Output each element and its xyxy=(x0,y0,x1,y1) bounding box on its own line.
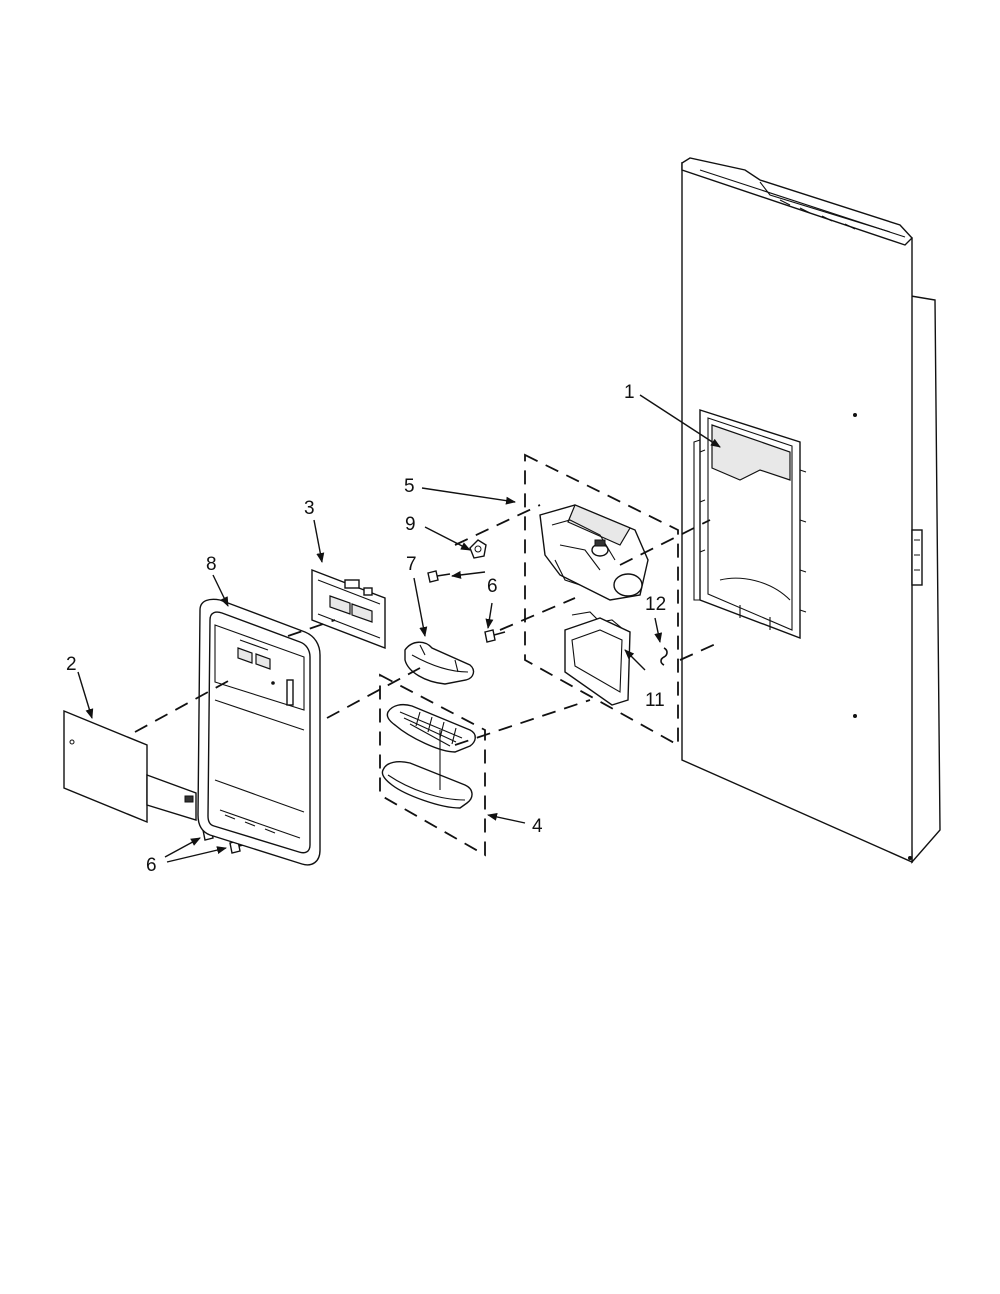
dispenser-housing xyxy=(693,409,807,640)
trim-panel-part-2 xyxy=(63,709,197,824)
callout-1: 1 xyxy=(624,382,635,403)
alignment-lines xyxy=(134,504,721,746)
callout-5: 5 xyxy=(404,476,415,497)
callout-4: 4 xyxy=(532,816,543,837)
chute-assembly xyxy=(539,504,649,601)
spring-part-12 xyxy=(660,647,668,666)
paddle-part-11 xyxy=(564,611,631,706)
leader-arrows xyxy=(77,394,721,863)
clip-part-9 xyxy=(469,539,487,559)
callout-3: 3 xyxy=(304,498,315,519)
group-box-4 xyxy=(379,673,486,857)
screw-middle xyxy=(484,629,506,643)
group-box-5 xyxy=(524,453,679,747)
callout-8: 8 xyxy=(206,554,217,575)
callout-6-lower: 6 xyxy=(146,855,157,876)
bezel-part-8 xyxy=(197,598,321,866)
screw-upper xyxy=(427,570,451,583)
freezer-door xyxy=(681,157,941,864)
callout-12: 12 xyxy=(645,594,666,615)
callout-2: 2 xyxy=(66,654,77,675)
lens-part-7 xyxy=(404,641,475,685)
drip-tray-part-4 xyxy=(381,703,476,809)
callout-11: 11 xyxy=(645,690,665,711)
callout-6-upper: 6 xyxy=(487,576,498,597)
callout-7: 7 xyxy=(406,554,417,575)
callout-9: 9 xyxy=(405,514,416,535)
control-board-part-3 xyxy=(311,568,386,650)
